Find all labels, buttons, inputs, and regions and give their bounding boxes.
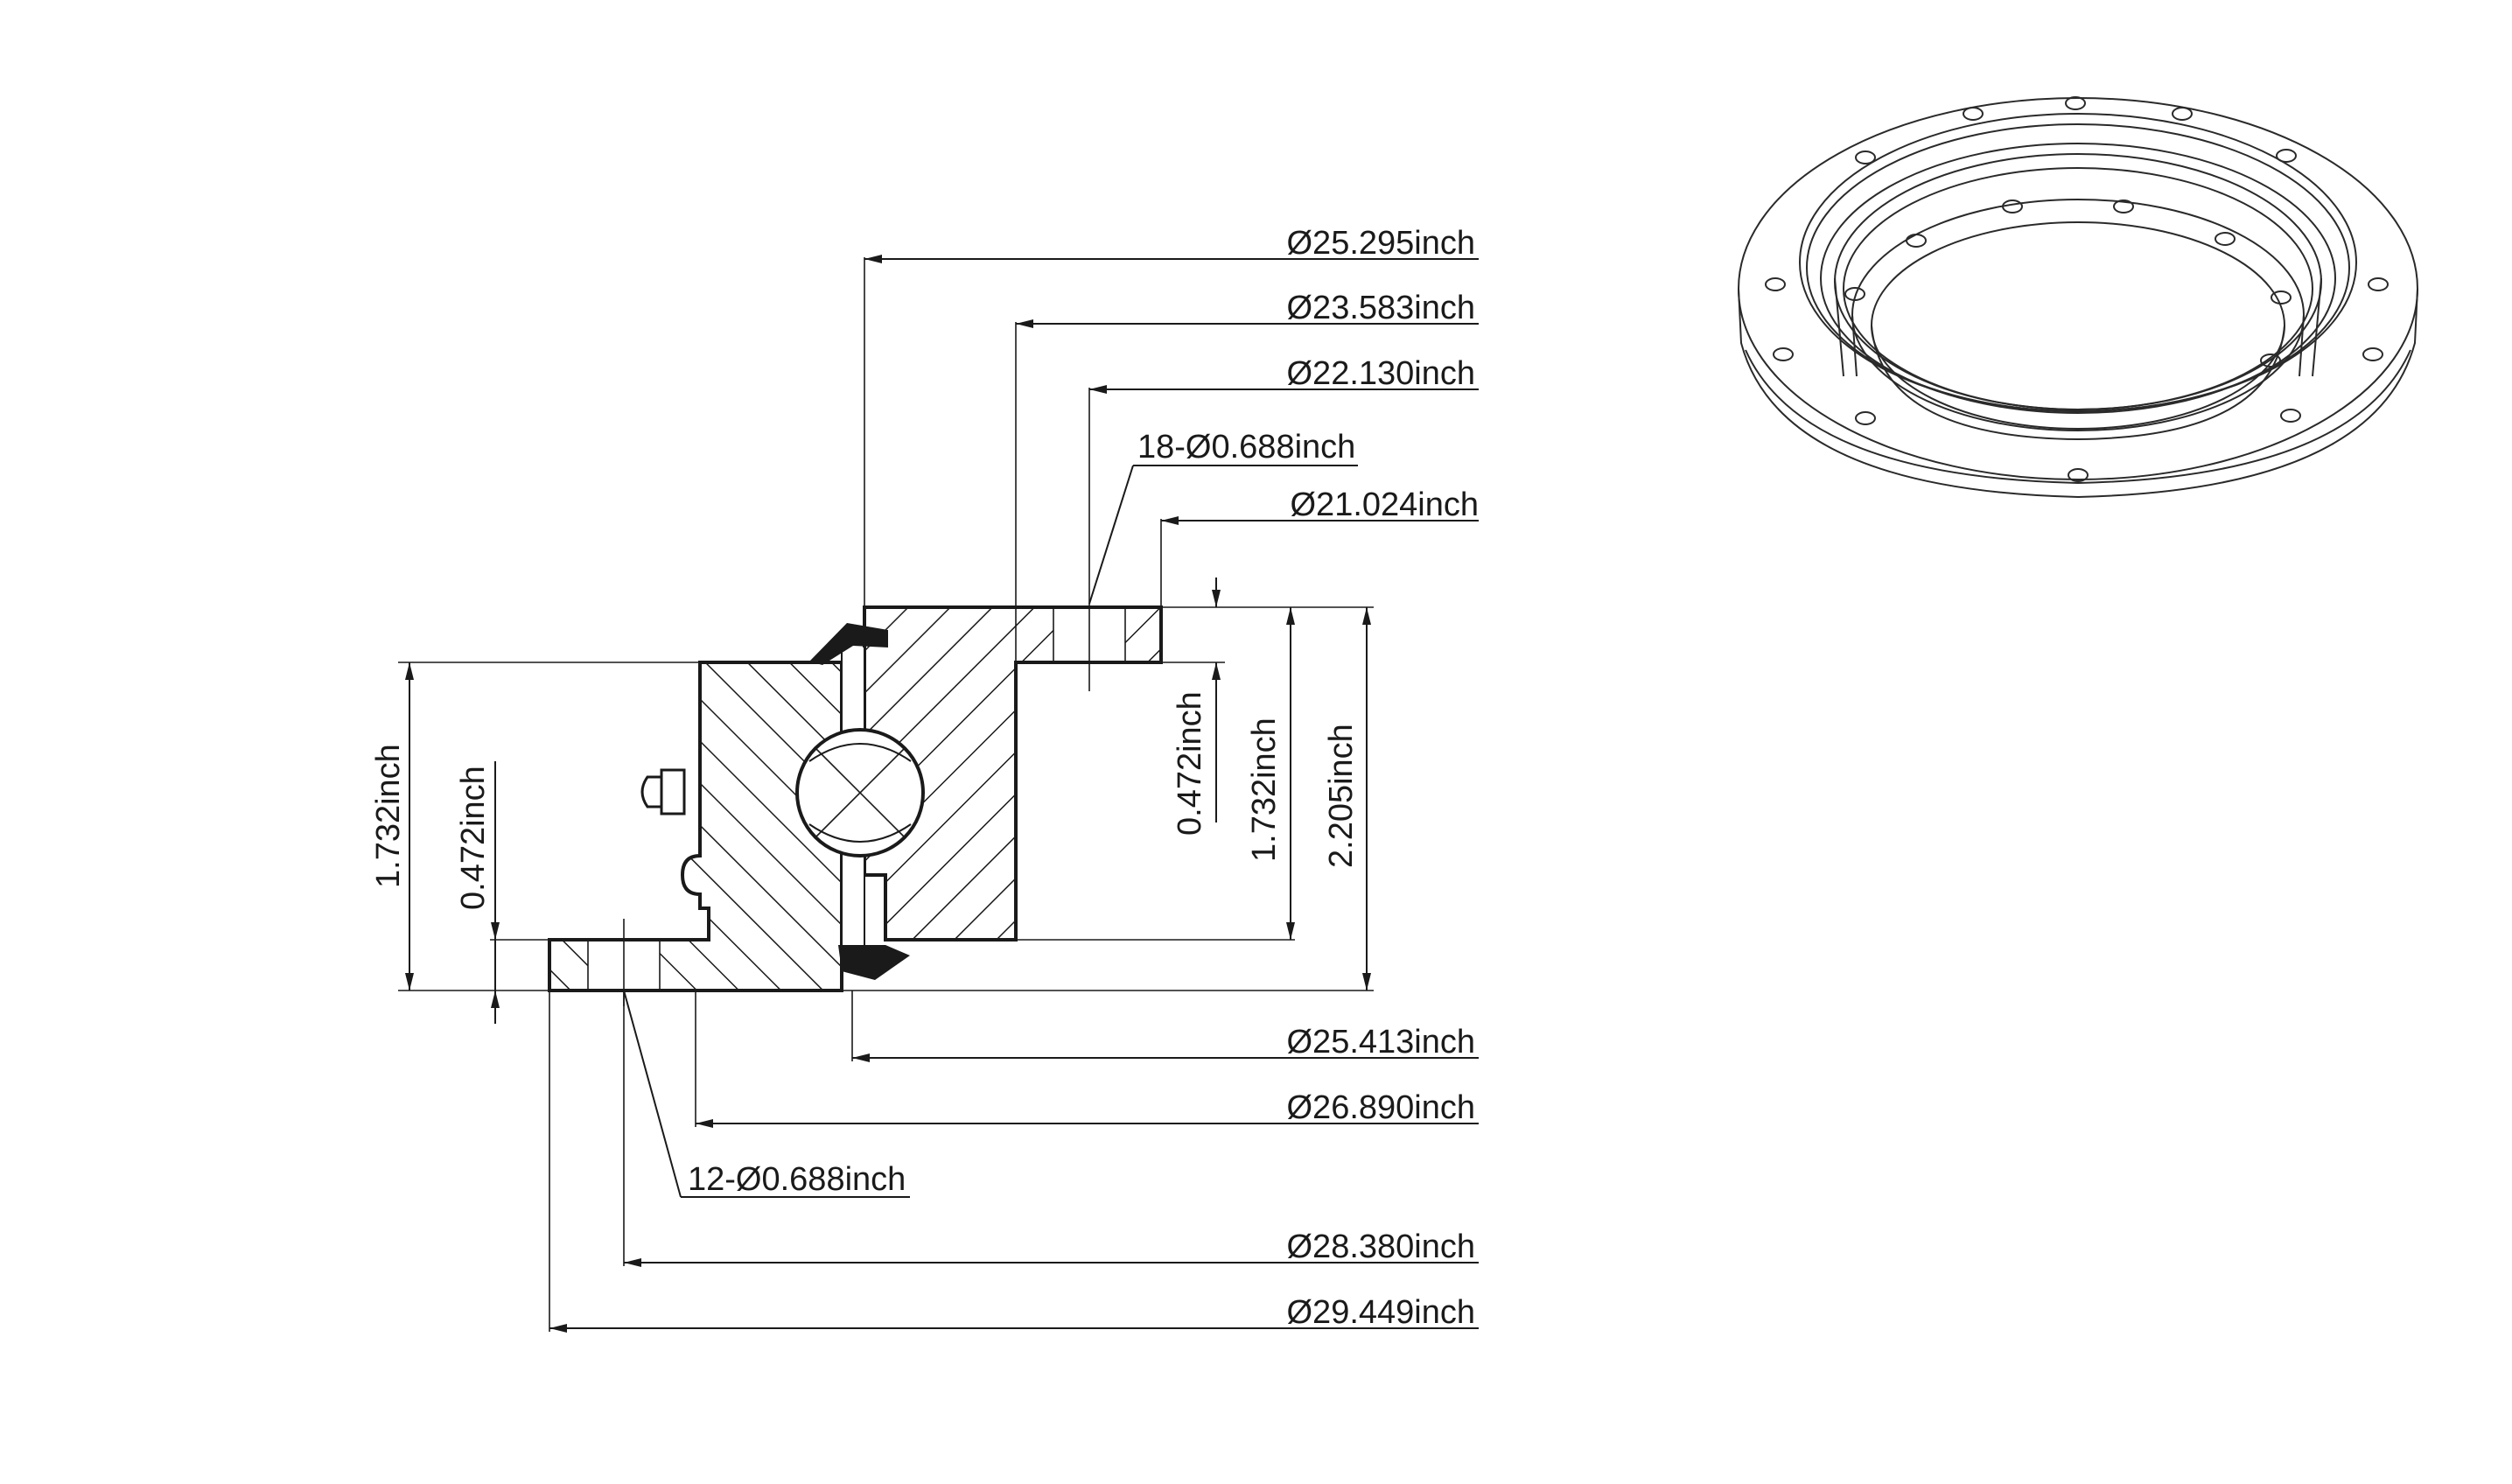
label-d-21-024: Ø21.024inch [1291,486,1480,523]
label-h-0-472-left: 0.472inch [455,766,492,910]
diameter-dimensions [549,255,1479,1333]
height-dimensions [405,578,1371,1024]
label-holes-18: 18-Ø0.688inch [1137,429,1355,466]
extension-lines [398,257,1374,1332]
cross-section [548,606,1163,1006]
dimension-labels: Ø25.295inch Ø23.583inch Ø22.130inch 18-Ø… [370,225,1479,1331]
grease-nipple [640,768,686,816]
label-d-26-890: Ø26.890inch [1287,1089,1476,1126]
label-h-0-472-right: 0.472inch [1172,691,1208,836]
label-h-1-732-right: 1.732inch [1246,718,1283,862]
isometric-bearing-view [1738,96,2418,499]
label-d-22-130: Ø22.130inch [1287,355,1476,392]
top-seal [809,623,888,665]
label-d-28-380: Ø28.380inch [1287,1228,1476,1265]
outer-flange-holes [1765,96,2389,482]
label-h-2-205: 2.205inch [1323,724,1360,868]
label-d-29-449: Ø29.449inch [1287,1294,1476,1331]
inner-ring-holes [1844,200,2292,368]
label-d-25-295: Ø25.295inch [1287,225,1476,262]
outer-ring-section [548,661,843,992]
bottom-seal [838,945,910,980]
label-d-25-413: Ø25.413inch [1287,1024,1476,1060]
label-h-1-732-left: 1.732inch [370,744,407,888]
label-holes-12: 12-Ø0.688inch [688,1161,906,1198]
label-d-23-583: Ø23.583inch [1287,290,1476,326]
